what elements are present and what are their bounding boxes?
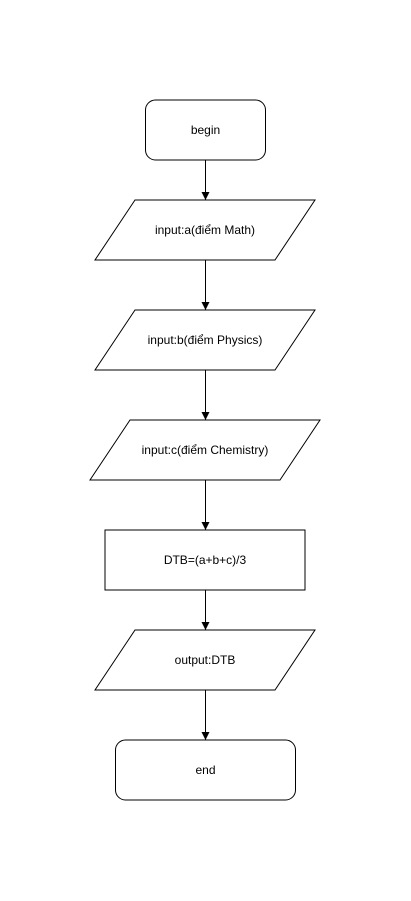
input-c-label: input:c(điểm Chemistry)	[142, 443, 269, 457]
input-a-label: input:a(điểm Math)	[155, 223, 255, 237]
begin-label: begin	[191, 123, 220, 137]
end-terminal: end	[115, 739, 296, 801]
end-label: end	[195, 763, 215, 777]
input-b-parallelogram: input:b(điểm Physics)	[94, 309, 316, 371]
input-c-parallelogram: input:c(điểm Chemistry)	[89, 419, 321, 481]
compute-dtb-process: DTB=(a+b+c)/3	[104, 529, 306, 591]
output-dtb-parallelogram: output:DTB	[94, 629, 316, 691]
begin-terminal: begin	[145, 99, 266, 161]
input-a-parallelogram: input:a(điểm Math)	[94, 199, 316, 261]
input-b-label: input:b(điểm Physics)	[148, 333, 263, 347]
output-dtb-label: output:DTB	[175, 653, 236, 667]
compute-dtb-label: DTB=(a+b+c)/3	[164, 553, 247, 567]
